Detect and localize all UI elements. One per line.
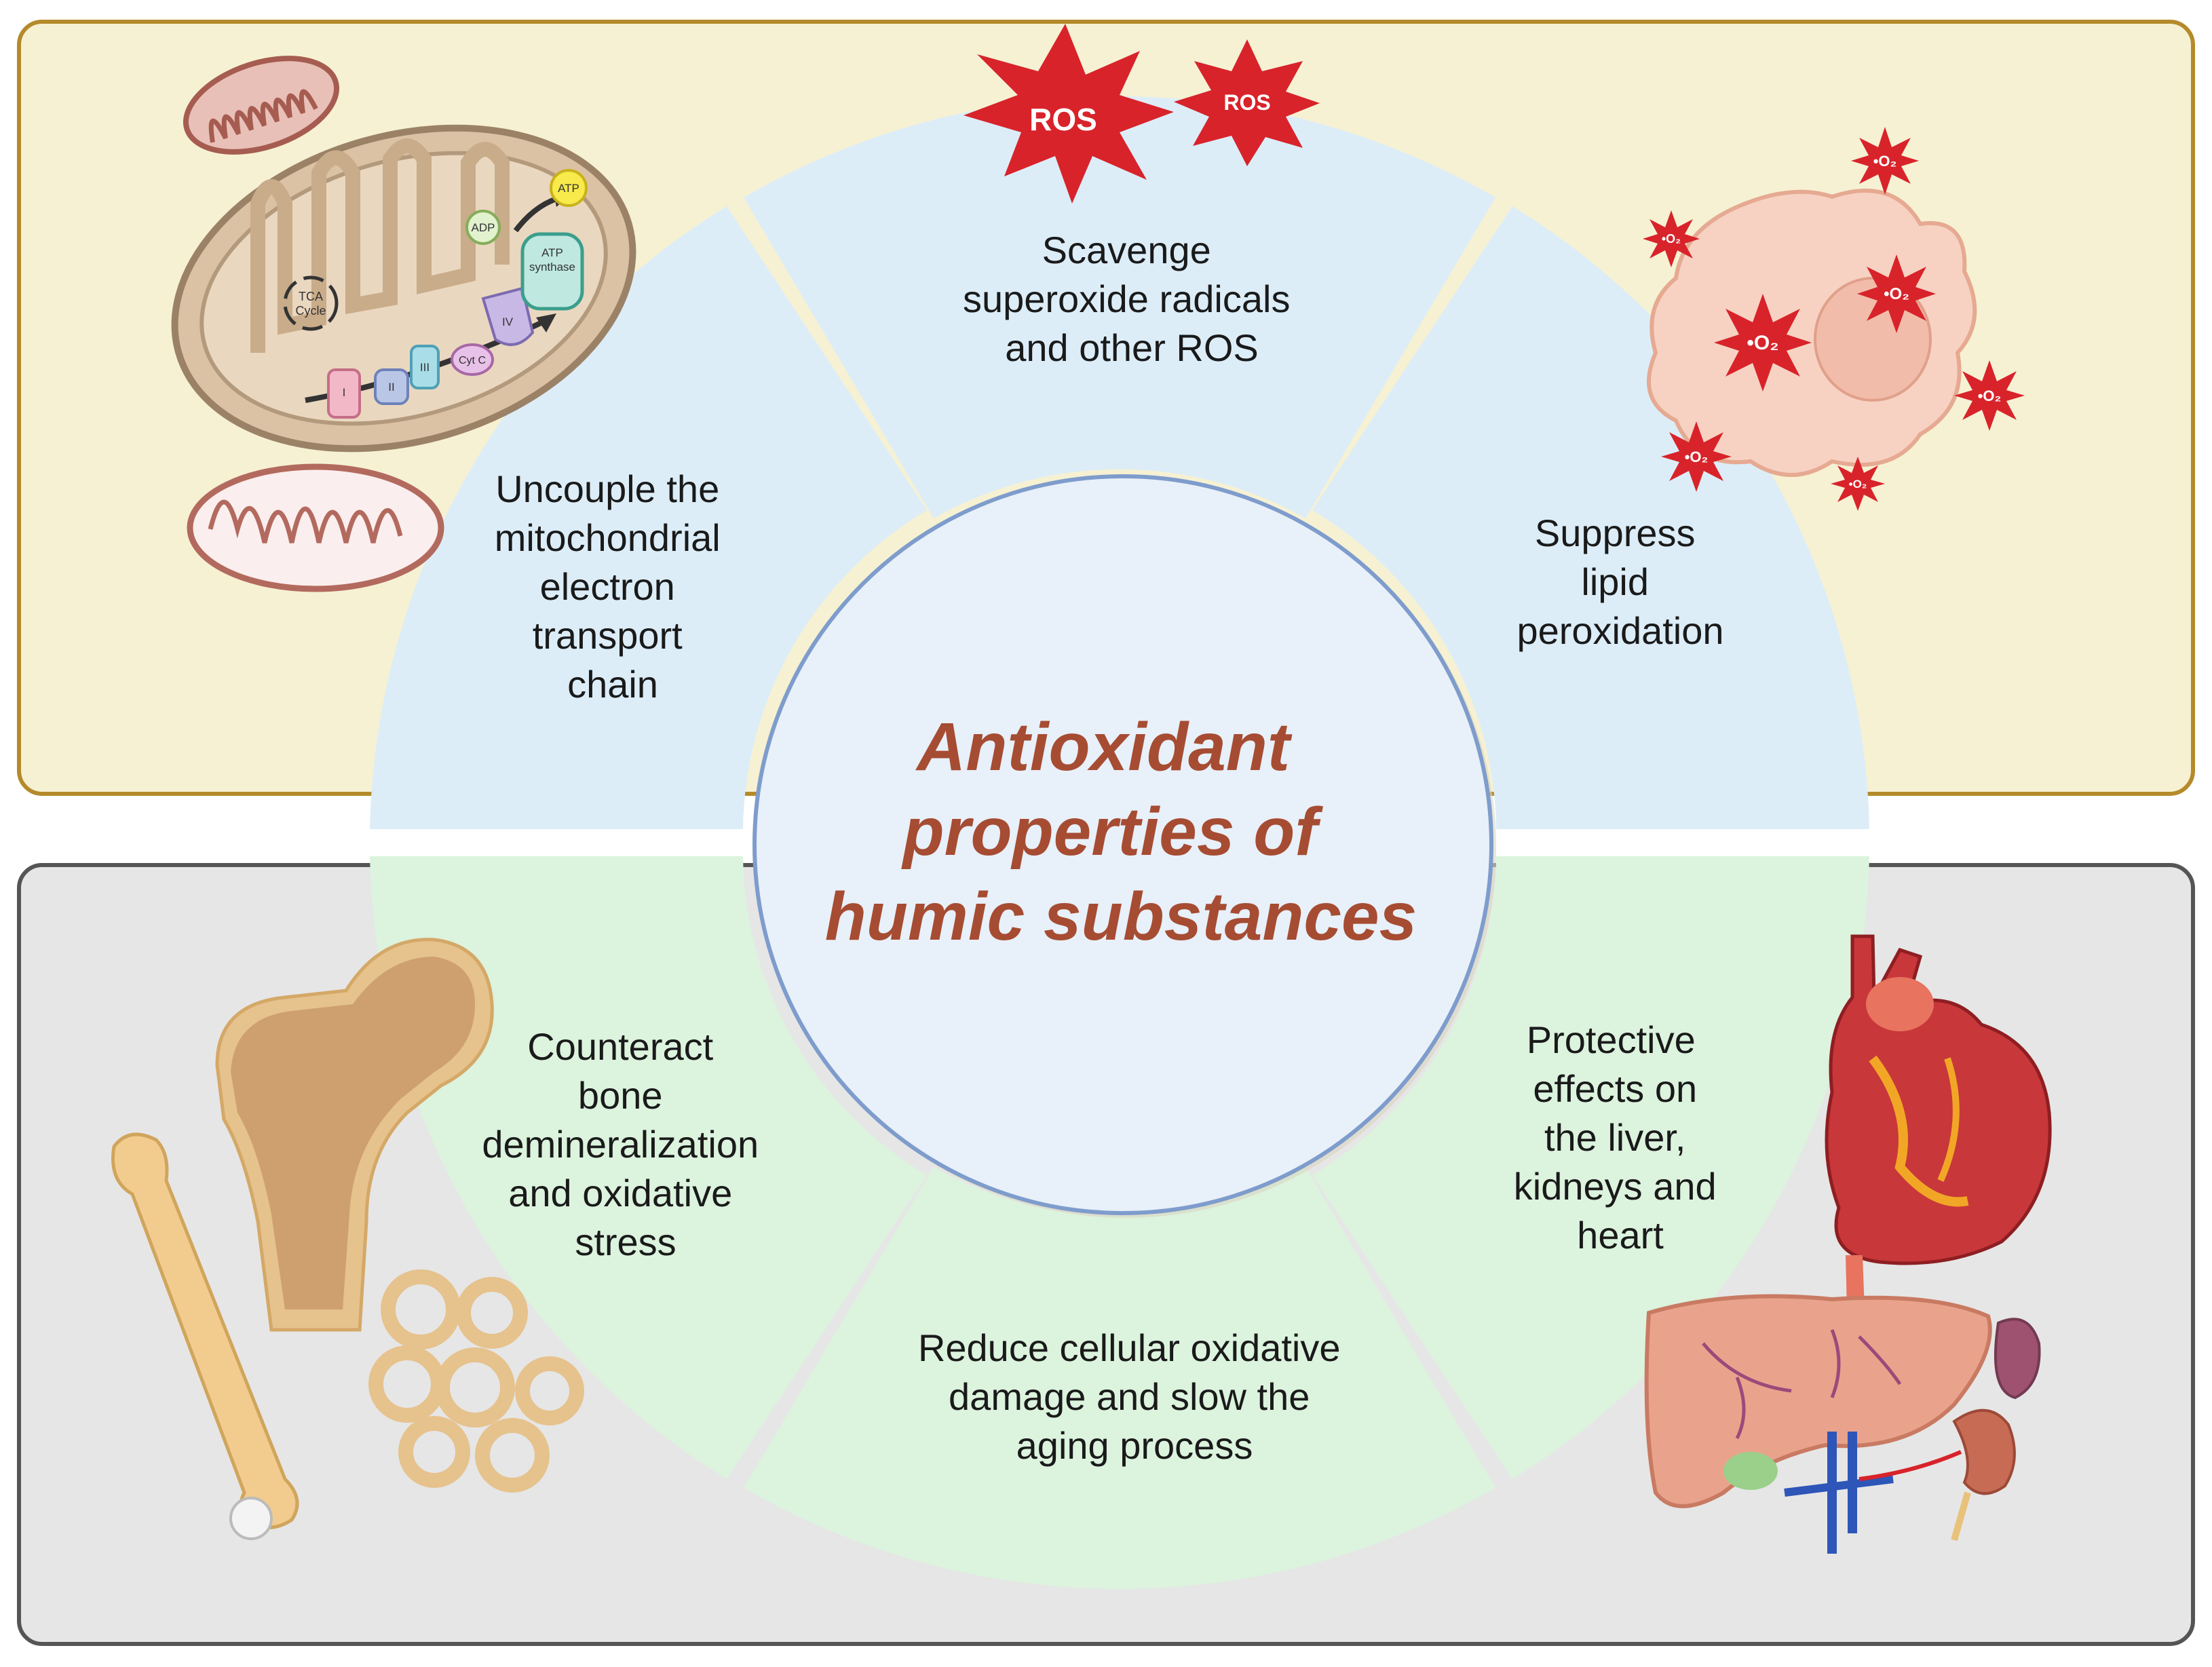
svg-text:ROS: ROS	[1223, 90, 1270, 115]
segment-top-middle	[744, 96, 1495, 519]
segment-bottom-right	[1312, 856, 1869, 1479]
segment-bottom-left	[370, 856, 927, 1479]
segment-top-right	[1312, 206, 1869, 829]
small-mitochondrion-icon	[183, 56, 340, 155]
segment-text-top-middle: Scavenge superoxide radicals and other R…	[963, 229, 1301, 369]
liver-icon	[1644, 1294, 1992, 1554]
segment-top-left	[370, 206, 927, 829]
svg-text:II: II	[388, 381, 394, 394]
center-title: Antioxidant properties of humic substanc…	[825, 709, 1417, 955]
svg-text:•O₂: •O₂	[1884, 285, 1909, 303]
segment-text-top-right: Suppress lipid peroxidation	[1517, 512, 1723, 652]
svg-text:•O₂: •O₂	[1662, 232, 1681, 246]
svg-text:I: I	[343, 386, 346, 399]
bone-trabecular-icon	[368, 1269, 584, 1493]
svg-text:Cyt C: Cyt C	[459, 355, 486, 366]
svg-text:•O₂: •O₂	[1978, 387, 2002, 404]
segment-text-bottom-left: Counteract bone demineralization and oxi…	[482, 1025, 769, 1263]
segment-text-bottom-middle: Reduce cellular oxidative damage and slo…	[918, 1326, 1351, 1467]
center-circle	[752, 474, 1493, 1215]
svg-text:ATP: ATP	[558, 182, 579, 195]
ros-burst-icon: ROS ROS	[964, 24, 1320, 204]
svg-text:ADP: ADP	[472, 221, 495, 234]
heart-icon	[1825, 934, 2052, 1309]
cell-icon: •O₂ •O₂ •O₂ •O₂ •O₂ •O₂ •O₂	[1643, 127, 2025, 511]
svg-text:IV: IV	[502, 315, 514, 328]
segment-text-top-left: Uncouple the mitochondrial electron tran…	[495, 467, 731, 706]
segment-text-bottom-right: Protective effects on the liver, kidneys…	[1514, 1018, 1727, 1257]
bone-icon	[111, 938, 584, 1540]
svg-text:ROS: ROS	[1029, 102, 1097, 137]
svg-text:•O₂: •O₂	[1747, 332, 1778, 354]
segment-bottom-middle	[744, 1167, 1495, 1589]
kidney-icon	[1858, 1318, 2041, 1541]
ring	[370, 96, 1869, 1589]
svg-text:•O₂: •O₂	[1685, 448, 1709, 465]
mitochondrion-cross-section-icon	[187, 463, 444, 592]
superoxide-icons: •O₂ •O₂ •O₂ •O₂ •O₂ •O₂ •O₂	[1643, 127, 2025, 511]
svg-text:•O₂: •O₂	[1873, 153, 1897, 170]
svg-text:III: III	[420, 361, 430, 374]
svg-text:•O₂: •O₂	[1849, 478, 1867, 491]
